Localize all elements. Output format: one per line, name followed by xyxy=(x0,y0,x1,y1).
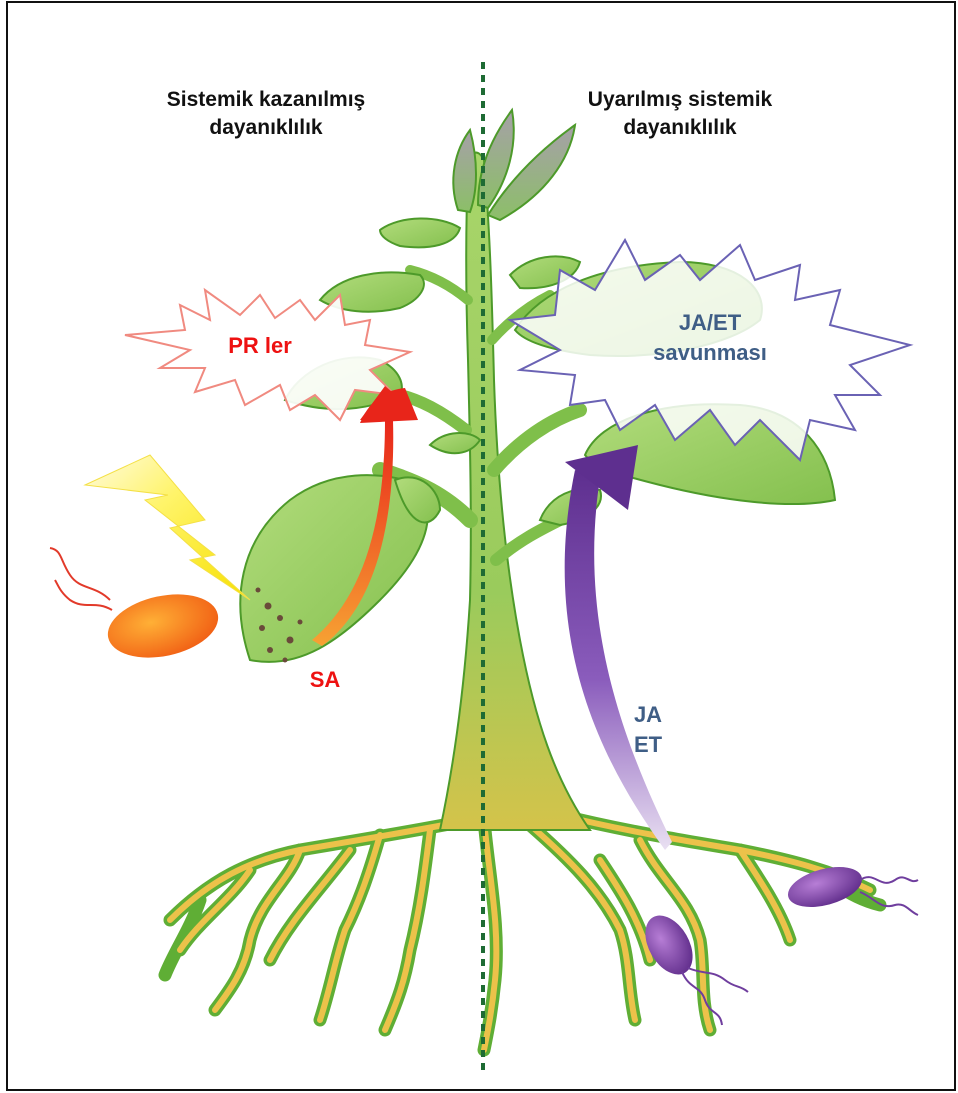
ja-et-defense-line2: savunması xyxy=(630,338,790,368)
right-heading: Uyarılmış sistemik dayanıklılık xyxy=(530,86,830,143)
root-system xyxy=(165,815,880,1050)
left-heading-line1: Sistemik kazanılmış xyxy=(116,86,416,114)
left-heading-line2: dayanıklılık xyxy=(116,114,416,142)
ja-et-defense-label: JA/ET savunması xyxy=(630,308,790,367)
right-heading-line1: Uyarılmış sistemik xyxy=(530,86,830,114)
lightning-bolt-icon xyxy=(85,455,250,600)
right-heading-line2: dayanıklılık xyxy=(530,114,830,142)
ja-et-defense-line1: JA/ET xyxy=(630,308,790,338)
sa-label: SA xyxy=(295,665,355,695)
ja-et-arrow xyxy=(565,445,672,850)
pr-label: PR ler xyxy=(200,331,320,361)
left-heading: Sistemik kazanılmış dayanıklılık xyxy=(116,86,416,143)
ja-label: JA xyxy=(618,700,678,730)
rhizobacteria-icon xyxy=(636,860,918,1025)
et-label: ET xyxy=(618,730,678,760)
